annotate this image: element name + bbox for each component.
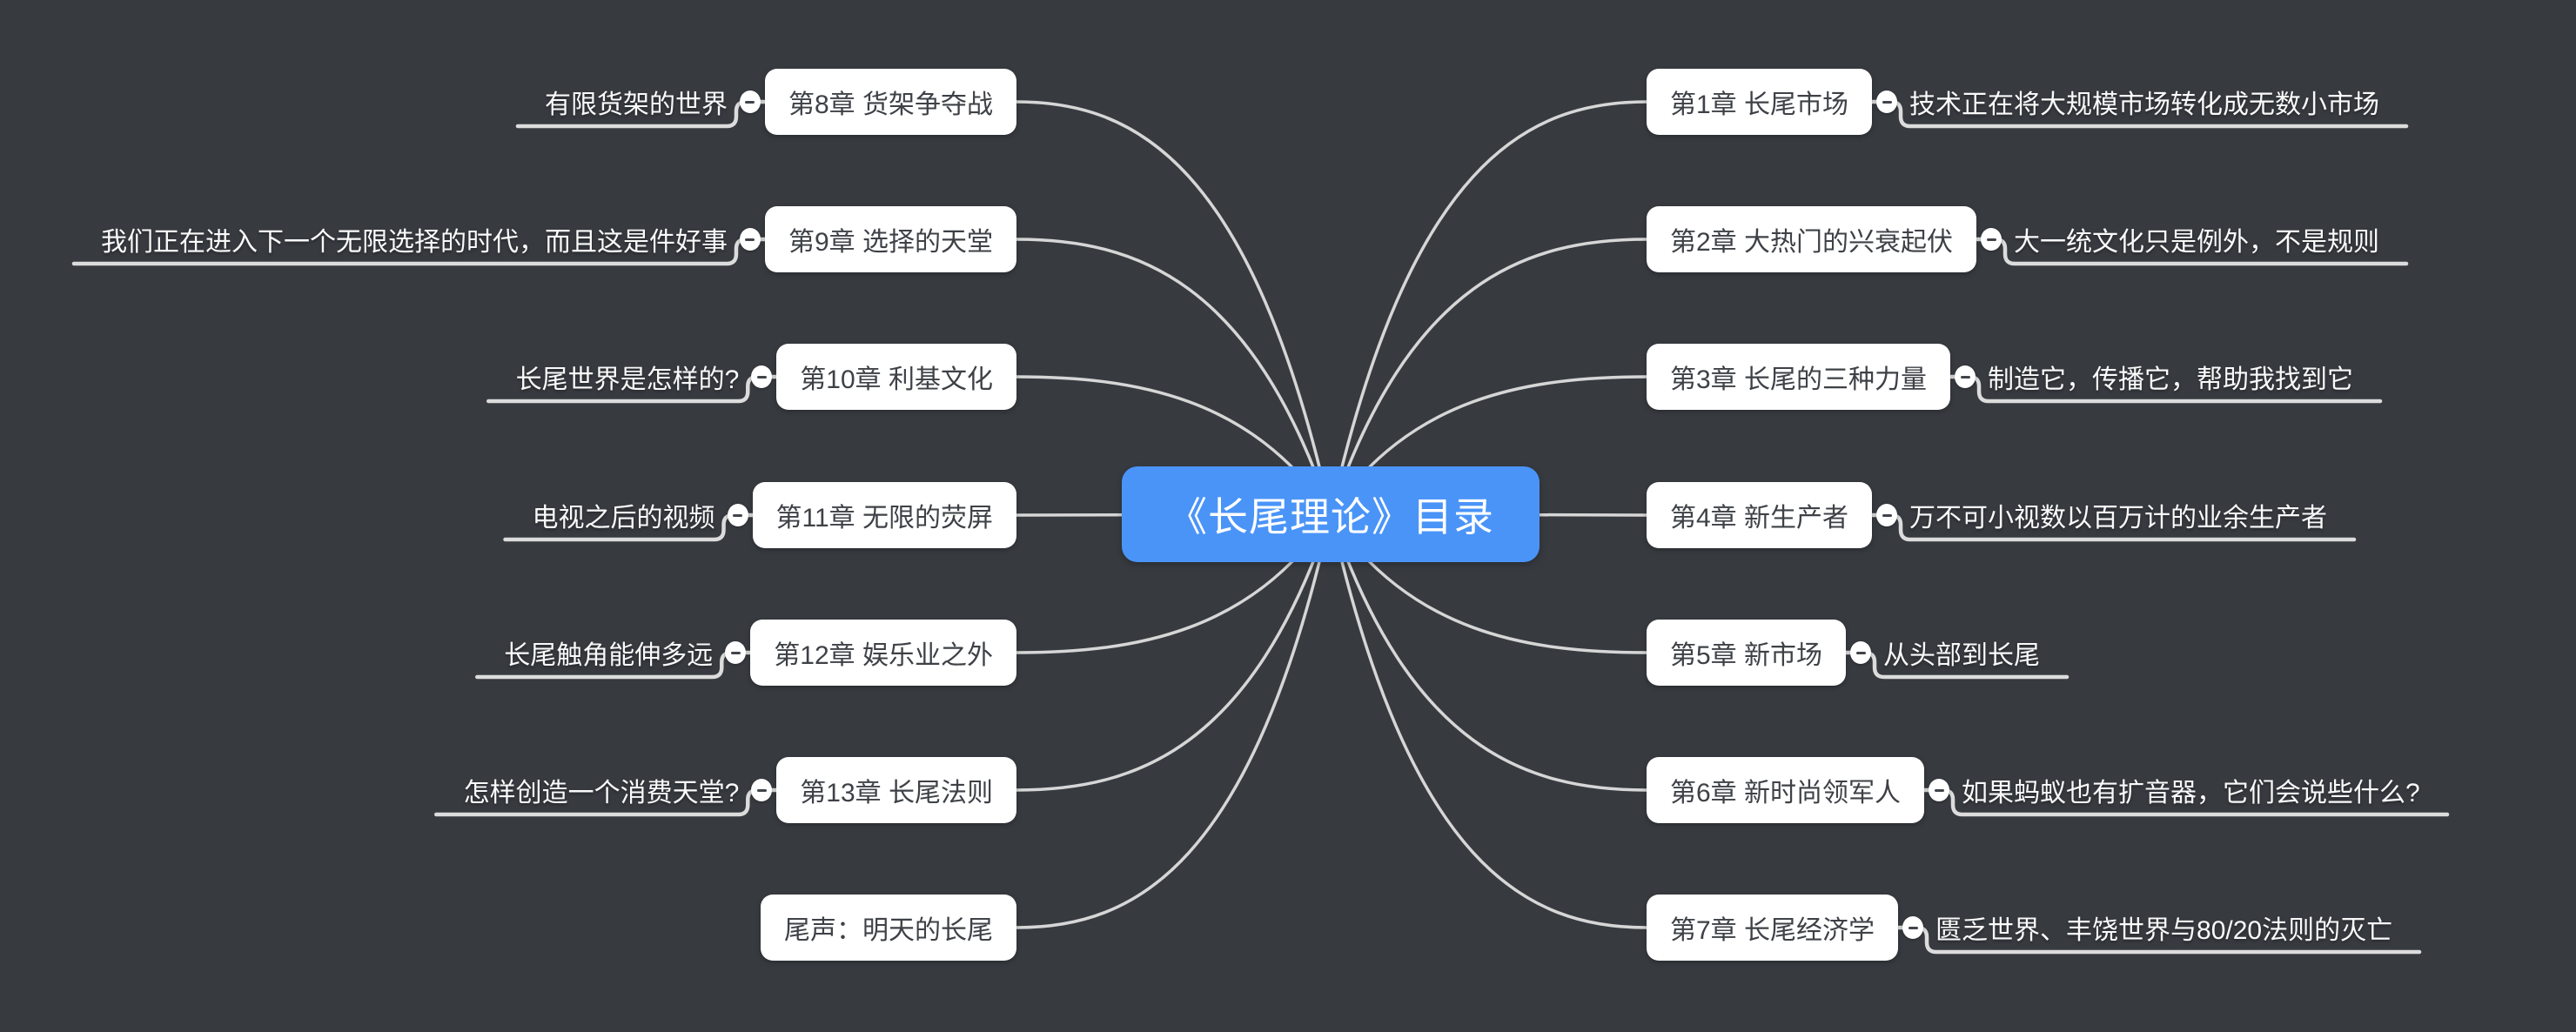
branch-curve [1015,513,1332,792]
chapter-node[interactable]: 第10章 利基文化 [776,344,1016,410]
collapse-toggle-button[interactable] [1929,779,1950,801]
minus-icon [745,100,755,104]
minus-icon [1882,513,1892,517]
branch-row: 第2章 大热门的兴衰起伏 大一统文化只是例外，不是规则 [1647,206,2379,272]
collapse-toggle-button[interactable] [751,779,773,801]
branch-curve [1015,238,1332,516]
minus-icon [1934,788,1944,792]
note-node[interactable]: 匮乏世界、丰饶世界与80/20法则的灭亡 [1935,916,2393,945]
note-node[interactable]: 万不可小视数以百万计的业余生产者 [1909,504,2328,533]
note-node[interactable]: 我们正在进入下一个无限选择的时代，而且这是件好事 [100,228,728,257]
branch-row: 第7章 长尾经济学 匮乏世界、丰饶世界与80/20法则的灭亡 [1647,895,2392,961]
minus-icon [1908,926,1918,929]
minus-icon [1960,375,1970,379]
note-node[interactable]: 电视之后的视频 [532,504,715,533]
chapter-node[interactable]: 第6章 新时尚领军人 [1647,757,1925,823]
branch-curve [1015,513,1332,929]
chapter-node[interactable]: 第11章 无限的荧屏 [752,482,1016,548]
collapse-toggle-button[interactable] [725,641,747,664]
branch-row: 有限货架的世界 第8章 货架争夺战 [545,69,1016,135]
branch-row: 第3章 长尾的三种力量 制造它，传播它，帮助我找到它 [1647,344,2353,410]
collapse-toggle-button[interactable] [1955,365,1976,388]
chapter-node[interactable]: 第5章 新市场 [1647,620,1847,686]
chapter-node[interactable]: 尾声：明天的长尾 [761,895,1016,961]
chapter-node[interactable]: 第12章 娱乐业之外 [750,620,1016,686]
minus-icon [1882,100,1892,104]
chapter-node[interactable]: 第9章 选择的天堂 [764,206,1016,272]
minus-icon [745,238,755,241]
note-node[interactable]: 大一统文化只是例外，不是规则 [2014,228,2380,257]
minus-icon [1986,238,1996,241]
central-topic-node[interactable]: 《长尾理论》目录 [1122,466,1540,562]
chapter-node[interactable]: 第8章 货架争夺战 [764,69,1016,135]
collapse-toggle-button[interactable] [1981,228,2002,251]
branch-row: 第1章 长尾市场 技术正在将大规模市场转化成无数小市场 [1647,69,2379,135]
minus-icon [1855,651,1866,654]
collapse-toggle-button[interactable] [1902,916,1924,939]
branch-row: 我们正在进入下一个无限选择的时代，而且这是件好事 第9章 选择的天堂 [101,206,1016,272]
collapse-toggle-button[interactable] [739,228,761,251]
branch-row: 尾声：明天的长尾 [761,895,1016,961]
chapter-node[interactable]: 第3章 长尾的三种力量 [1647,344,1951,410]
minus-icon [730,651,741,654]
collapse-toggle-button[interactable] [1850,641,1872,664]
branch-row: 第6章 新时尚领军人 如果蚂蚁也有扩音器，它们会说些什么? [1647,757,2420,823]
chapter-node[interactable]: 第4章 新生产者 [1647,482,1873,548]
chapter-node[interactable]: 第1章 长尾市场 [1647,69,1873,135]
branch-curve [1329,238,1648,516]
note-node[interactable]: 制造它，传播它，帮助我找到它 [1988,365,2354,394]
minus-icon [733,513,743,517]
note-node[interactable]: 有限货架的世界 [544,90,728,119]
branch-row: 长尾触角能伸多远 第12章 娱乐业之外 [504,620,1016,686]
branch-row: 第4章 新生产者 万不可小视数以百万计的业余生产者 [1647,482,2327,548]
branch-curve [1329,100,1648,516]
note-node[interactable]: 长尾触角能伸多远 [504,641,714,670]
branch-curve [1015,100,1332,516]
minus-icon [756,788,767,792]
collapse-toggle-button[interactable] [739,90,761,113]
branch-row: 长尾世界是怎样的? 第10章 利基文化 [516,344,1016,410]
note-node[interactable]: 技术正在将大规模市场转化成无数小市场 [1909,90,2380,119]
note-node[interactable]: 从头部到长尾 [1883,641,2041,670]
branch-row: 电视之后的视频 第11章 无限的荧屏 [533,482,1016,548]
branch-curve [1329,513,1648,792]
chapter-node[interactable]: 第13章 长尾法则 [776,757,1016,823]
chapter-node[interactable]: 第7章 长尾经济学 [1647,895,1899,961]
note-node[interactable]: 怎样创造一个消费天堂? [463,779,740,808]
note-node[interactable]: 如果蚂蚁也有扩音器，它们会说些什么? [1962,779,2420,808]
note-node[interactable]: 长尾世界是怎样的? [515,365,740,394]
collapse-toggle-button[interactable] [727,504,748,526]
minus-icon [756,375,767,379]
collapse-toggle-button[interactable] [751,365,773,388]
collapse-toggle-button[interactable] [1876,90,1898,113]
branch-row: 怎样创造一个消费天堂? 第13章 长尾法则 [464,757,1016,823]
collapse-toggle-button[interactable] [1876,504,1898,526]
chapter-node[interactable]: 第2章 大热门的兴衰起伏 [1647,206,1977,272]
branch-row: 第5章 新市场 从头部到长尾 [1647,620,2040,686]
branch-curve [1329,513,1648,929]
